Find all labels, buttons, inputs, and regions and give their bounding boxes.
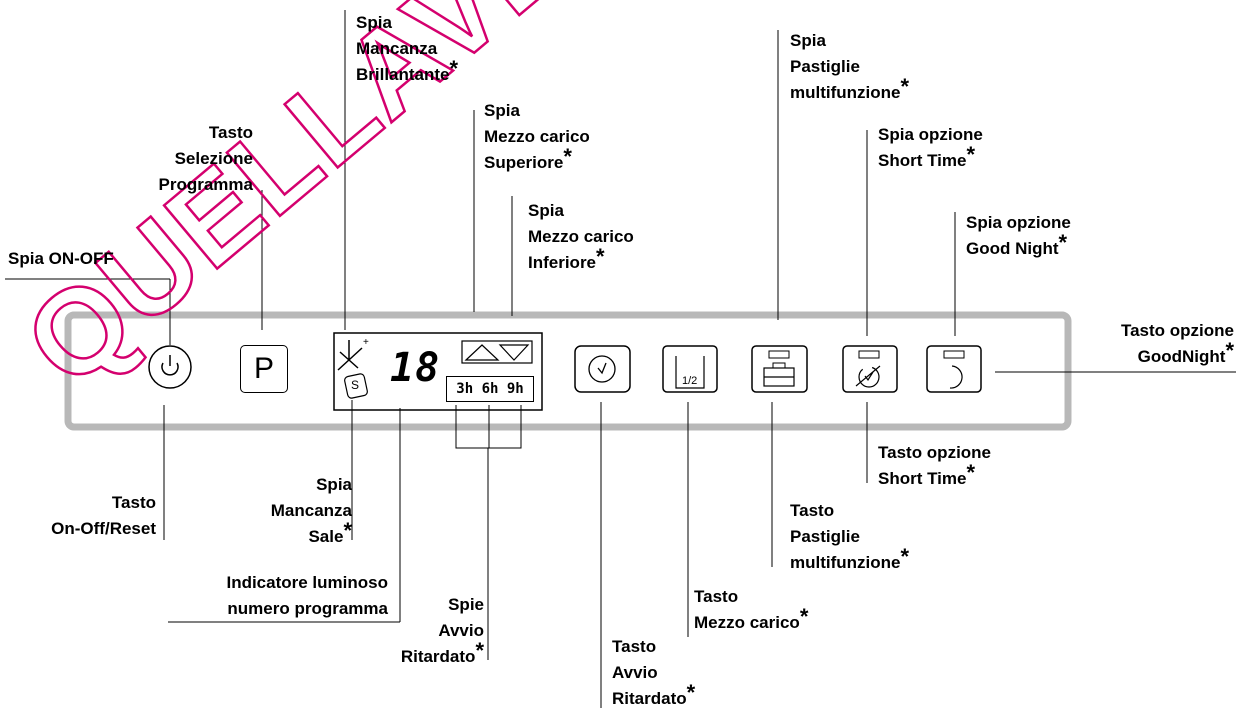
tablet-button-frame	[751, 345, 808, 393]
label-spia-good-night: Spia opzione Good Night*	[966, 213, 1071, 258]
short-time-led	[858, 350, 880, 359]
label-spia-sale: Spia Mancanza Sale*	[270, 475, 352, 546]
label-tasto-on-off: Tasto On-Off/Reset	[51, 493, 156, 538]
salt-icon	[344, 373, 368, 399]
arrow-up-icon	[464, 344, 500, 361]
label-tasto-avvio: Tasto Avvio Ritardato*	[612, 637, 696, 708]
label-tasto-mezzo: Tasto Mezzo carico*	[694, 587, 809, 632]
half-load-symbol: 1/2	[682, 375, 698, 387]
label-spie-avvio: Spie Avvio Ritardato*	[400, 595, 484, 666]
half-load-button-frame	[662, 345, 718, 393]
label-tasto-goodnight: Tasto opzione GoodNight*	[1120, 321, 1234, 366]
label-spia-mezzo-superiore: Spia Mezzo carico Superiore*	[484, 101, 590, 172]
program-select-button[interactable]: P	[240, 345, 288, 393]
label-spia-mezzo-inferiore: Spia Mezzo carico Inferiore*	[528, 201, 634, 272]
label-spia-pastiglie: Spia Pastiglie multifunzione*	[790, 31, 910, 102]
good-night-button-frame	[926, 345, 982, 393]
on-off-button-circle	[148, 345, 192, 389]
program-number-display: 18	[390, 345, 441, 391]
delay-hours-indicator: 3h 6h 9h	[446, 376, 534, 402]
label-spia-short-time: Spia opzione Short Time*	[878, 125, 983, 170]
control-panel	[64, 311, 1072, 431]
good-night-led	[943, 350, 965, 359]
label-spia-brillantante: Spia Mancanza Brillantante*	[356, 13, 459, 84]
delay-button-frame	[574, 345, 631, 393]
short-time-button-frame	[842, 345, 898, 393]
moon-icon	[949, 365, 963, 389]
salt-symbol: S	[351, 378, 360, 392]
label-indicatore: Indicatore luminoso numero programma	[226, 573, 388, 618]
power-icon	[161, 362, 179, 376]
arrow-down-icon	[498, 344, 530, 361]
label-tasto-pastiglie: Tasto Pastiglie multifunzione*	[790, 501, 910, 572]
delay-clock-icon	[588, 355, 616, 383]
svg-text:+: +	[363, 337, 369, 348]
label-tasto-selezione: Tasto Selezione Programma	[158, 123, 253, 194]
display-box	[333, 332, 543, 411]
arrows-box	[461, 340, 533, 364]
short-time-icon	[858, 366, 880, 388]
tablet-led	[768, 350, 790, 359]
label-tasto-short-time: Tasto opzione Short Time*	[878, 443, 992, 488]
rinse-aid-icon	[337, 340, 363, 371]
label-spia-on-off: Spia ON-OFF	[8, 249, 114, 268]
half-load-icon	[675, 356, 705, 389]
